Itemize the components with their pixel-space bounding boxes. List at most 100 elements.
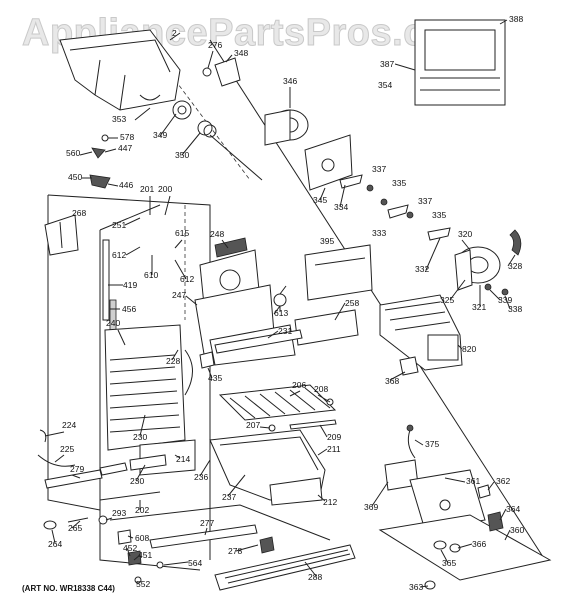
part-label: 335 [432, 210, 446, 220]
part-label: 361 [466, 476, 480, 486]
part-label: 564 [188, 558, 202, 568]
part-label: 339 [498, 295, 512, 305]
part-label: 293 [112, 508, 126, 518]
icemaker [379, 294, 463, 371]
part-label: 366 [472, 539, 486, 549]
clip-435 [199, 351, 215, 369]
part-label: 225 [60, 444, 74, 454]
part-label: 276 [208, 40, 222, 50]
part-label: 364 [506, 504, 520, 514]
evaporator [104, 324, 193, 451]
part-label: 452 [123, 543, 137, 553]
bracket-368 [399, 356, 419, 376]
part-label: 388 [509, 14, 523, 24]
leveler-hardware [127, 550, 142, 584]
part-label: 354 [378, 80, 392, 90]
part-label: 353 [112, 114, 126, 124]
part-label: 362 [496, 476, 510, 486]
part-label: 325 [440, 295, 454, 305]
motor-mount-bracket [304, 134, 353, 191]
part-label: 552 [136, 579, 150, 589]
part-label: 612 [180, 274, 194, 284]
part-label: 338 [508, 304, 522, 314]
part-label: 360 [510, 525, 524, 535]
drain-pan-230 [129, 454, 167, 471]
compressor-hardware [477, 484, 504, 532]
part-label: 321 [472, 302, 486, 312]
part-label: 240 [106, 318, 120, 328]
left-bottom-parts [37, 429, 128, 489]
auger-spring-328 [509, 229, 522, 256]
part-label: 375 [425, 439, 439, 449]
part-label: 202 [135, 505, 149, 515]
icemaker-motor [454, 246, 501, 291]
part-label: 450 [68, 172, 82, 182]
part-label: 328 [508, 261, 522, 271]
switch-housing-268 [44, 214, 79, 256]
part-label: 212 [323, 497, 337, 507]
left-hardware [89, 134, 111, 189]
part-label: 247 [172, 290, 186, 300]
part-label: 211 [327, 444, 341, 454]
part-label: 613 [274, 308, 288, 318]
part-label: 320 [458, 229, 472, 239]
part-label: 419 [123, 280, 137, 290]
part-label: 2 [172, 28, 177, 38]
leader-lines [44, 19, 516, 588]
part-label: 332 [415, 264, 429, 274]
part-label: 335 [392, 178, 406, 188]
part-label: 265 [68, 523, 82, 533]
dispenser-hardware [339, 174, 509, 296]
part-label: 395 [320, 236, 334, 246]
part-label: 231 [278, 326, 292, 336]
part-label: 224 [62, 420, 76, 430]
wire-shelf [218, 384, 337, 421]
part-label: 435 [208, 373, 222, 383]
part-label: 348 [234, 48, 248, 58]
clip-293 [98, 515, 108, 525]
part-label: 368 [385, 376, 399, 386]
part-label: 200 [158, 184, 172, 194]
roller-264 [43, 517, 89, 530]
part-label: 334 [334, 202, 348, 212]
part-label: 228 [166, 356, 180, 366]
part-label: 208 [314, 384, 328, 394]
part-label: 608 [135, 533, 149, 543]
bottom-rail-277 [149, 524, 258, 549]
machine-compartment [378, 469, 552, 581]
small-hardware-top [172, 57, 263, 181]
part-label: 560 [66, 148, 80, 158]
auger-motor [264, 109, 309, 146]
wire-harness-375 [406, 424, 416, 459]
part-label: 248 [210, 229, 224, 239]
part-label: 610 [144, 270, 158, 280]
ice-dispenser-box [414, 19, 506, 106]
part-label: 258 [345, 298, 359, 308]
part-label: 279 [70, 464, 84, 474]
shelf-rod-209 [289, 419, 337, 430]
part-label: 346 [283, 76, 297, 86]
bracket-608 [117, 529, 132, 545]
part-label: 615 [175, 228, 189, 238]
part-label: 369 [364, 502, 378, 512]
toe-grille [214, 544, 356, 591]
part-label: 230 [130, 476, 144, 486]
part-label: 363 [409, 582, 423, 592]
part-label: 237 [222, 492, 236, 502]
part-label: 206 [292, 380, 306, 390]
part-label: 201 [140, 184, 154, 194]
screw-564 [156, 561, 164, 569]
part-labels: 2 276 348 346 388 387 354 353 578 447 34… [48, 14, 524, 592]
cover-258 [294, 309, 359, 346]
part-label: 337 [372, 164, 386, 174]
part-label: 820 [462, 344, 476, 354]
part-label: 333 [372, 228, 386, 238]
part-label: 387 [380, 59, 394, 69]
part-label: 277 [200, 518, 214, 528]
grommets [424, 540, 461, 590]
part-label: 456 [122, 304, 136, 314]
part-label: 209 [327, 432, 341, 442]
roller-278 [259, 536, 275, 554]
part-label: 365 [442, 558, 456, 568]
part-label: 451 [138, 550, 152, 560]
